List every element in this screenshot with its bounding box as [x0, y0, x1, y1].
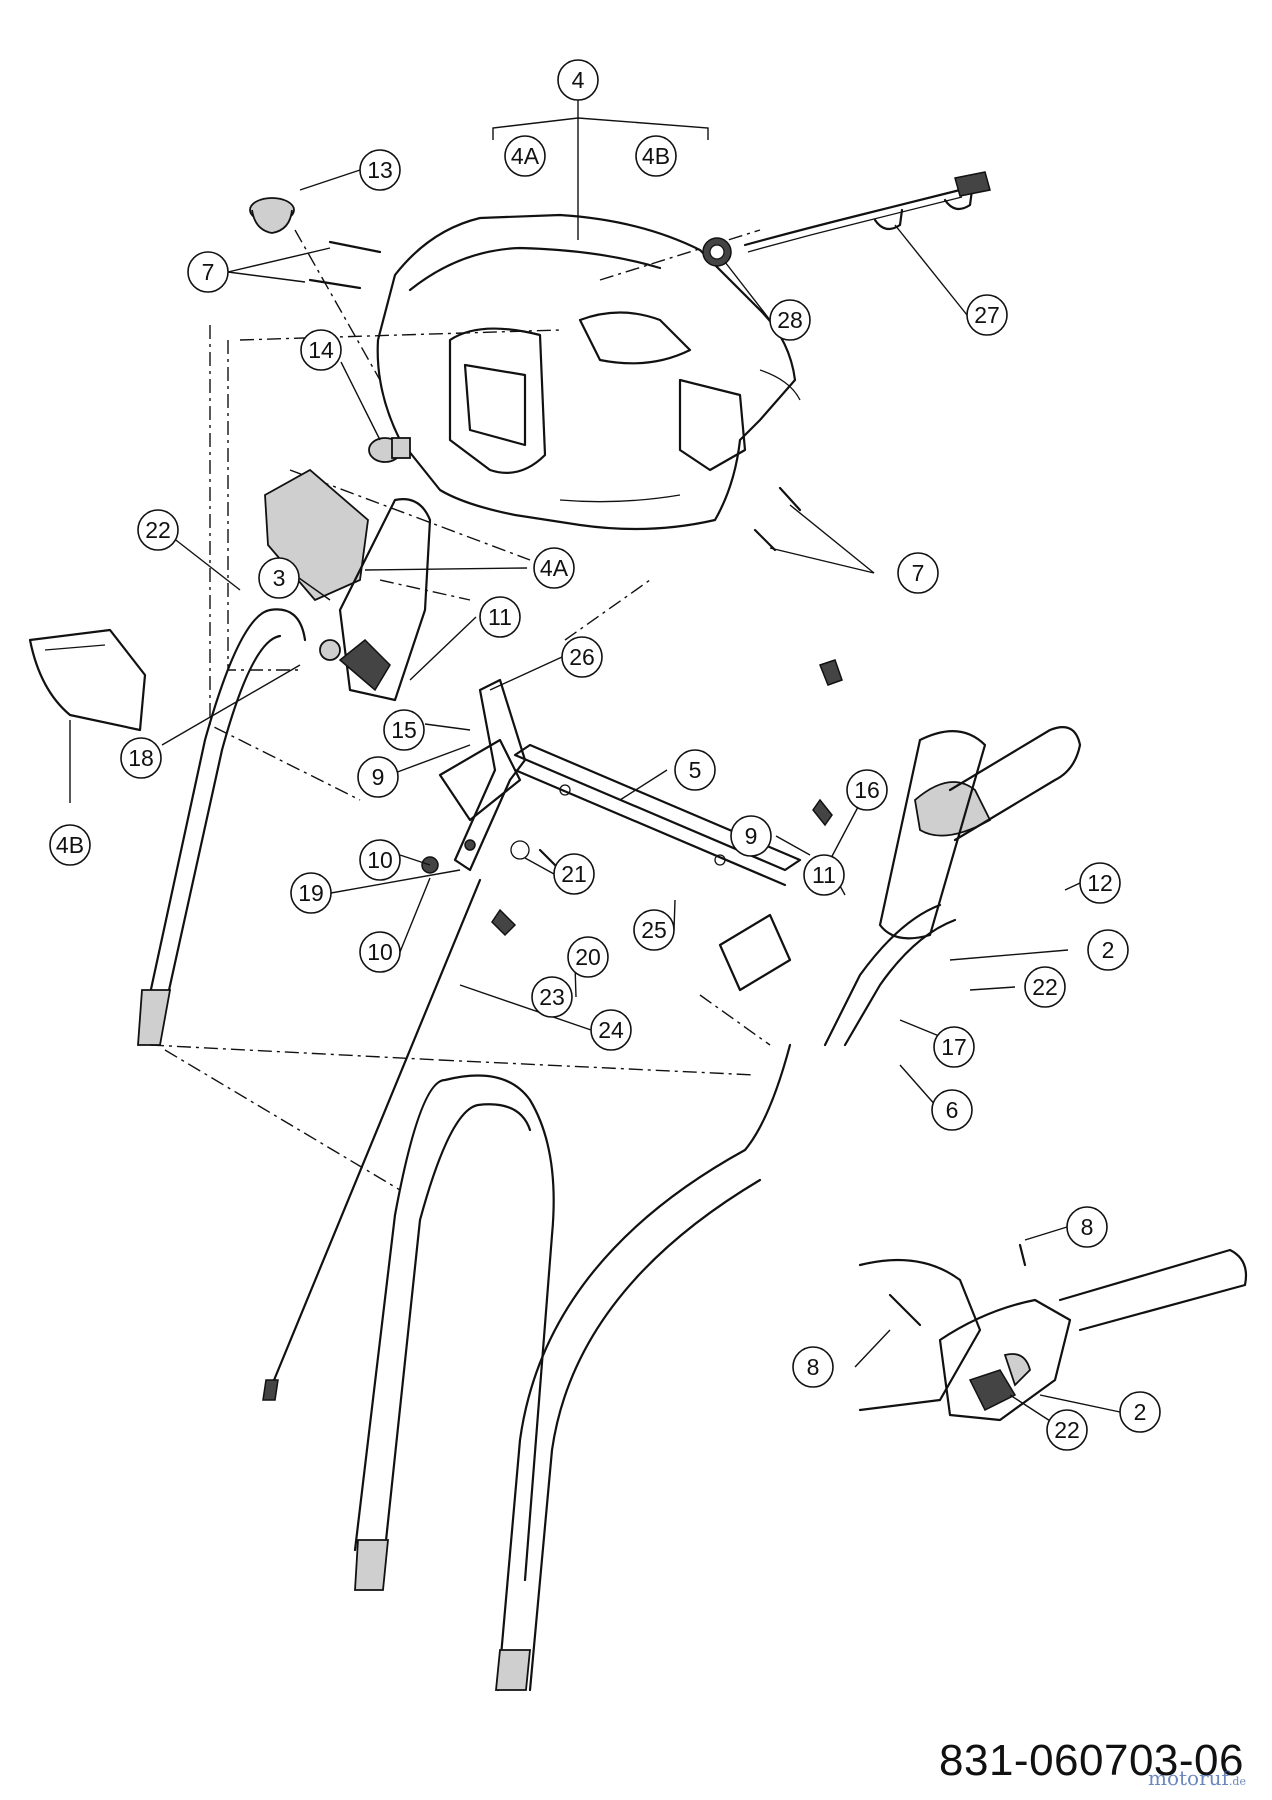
svg-text:9: 9 [372, 764, 385, 790]
svg-text:17: 17 [941, 1034, 967, 1060]
callout-7-right: 7 [897, 552, 939, 594]
callout-8-upper: 8 [1066, 1206, 1108, 1248]
svg-text:16: 16 [854, 777, 880, 803]
svg-text:15: 15 [391, 717, 417, 743]
svg-text:25: 25 [641, 917, 667, 943]
svg-text:11: 11 [812, 862, 836, 888]
callout-4a-mid: 4A [533, 547, 575, 589]
svg-text:2: 2 [1134, 1399, 1147, 1425]
callout-8-lower: 8 [792, 1346, 834, 1388]
callout-9-right: 9 [730, 815, 772, 857]
callout-24: 24 [590, 1009, 632, 1051]
svg-text:20: 20 [575, 944, 601, 970]
svg-text:27: 27 [974, 302, 1000, 328]
callout-17: 17 [933, 1026, 975, 1068]
svg-text:21: 21 [561, 861, 587, 887]
callout-18: 18 [120, 737, 162, 779]
callout-7-top: 7 [187, 251, 229, 293]
watermark-logo: motoruf.de [1148, 1766, 1246, 1790]
light-bulb [368, 437, 411, 463]
svg-text:12: 12 [1087, 870, 1113, 896]
svg-text:9: 9 [745, 823, 758, 849]
callout-28: 28 [769, 299, 811, 341]
svg-text:6: 6 [946, 1097, 959, 1123]
callout-6: 6 [931, 1089, 973, 1131]
callout-26: 26 [561, 636, 603, 678]
callout-22-lower: 22 [1046, 1409, 1088, 1451]
handle-grip [878, 726, 1082, 940]
svg-text:4B: 4B [56, 832, 84, 858]
dashboard-console [376, 213, 801, 531]
callout-9-left: 9 [357, 756, 399, 798]
callout-4b-left: 4B [49, 824, 91, 866]
callout-5: 5 [674, 749, 716, 791]
wire-harness [702, 171, 991, 267]
lever [453, 678, 527, 872]
callout-11-right: 11 [803, 854, 845, 896]
callout-22-left: 22 [137, 509, 179, 551]
svg-text:5: 5 [689, 757, 702, 783]
svg-text:26: 26 [569, 644, 595, 670]
small-hardware [421, 659, 843, 937]
callout-19: 19 [290, 872, 332, 914]
callout-2-upper: 2 [1087, 929, 1129, 971]
callout-14: 14 [300, 329, 342, 371]
callout-3: 3 [258, 557, 300, 599]
svg-text:13: 13 [367, 157, 393, 183]
callout-4b-top: 4B [635, 135, 677, 177]
screws-top [308, 240, 802, 552]
svg-text:18: 18 [128, 745, 154, 771]
callout-12: 12 [1079, 862, 1121, 904]
callout-20: 20 [567, 936, 609, 978]
svg-text:4A: 4A [511, 143, 540, 169]
svg-text:7: 7 [912, 560, 925, 586]
svg-text:11: 11 [488, 604, 512, 630]
svg-text:4A: 4A [540, 555, 569, 581]
svg-text:8: 8 [807, 1354, 820, 1380]
svg-text:8: 8 [1081, 1214, 1094, 1240]
svg-text:28: 28 [777, 307, 803, 333]
callout-16: 16 [846, 769, 888, 811]
cross-bar [438, 738, 802, 992]
callout-27: 27 [966, 294, 1008, 336]
callout-13: 13 [359, 149, 401, 191]
callout-22-right: 22 [1024, 966, 1066, 1008]
callout-21: 21 [553, 853, 595, 895]
svg-text:7: 7 [202, 259, 215, 285]
callout-4: 4 [557, 59, 599, 101]
callout-2-lower: 2 [1119, 1391, 1161, 1433]
lower-handle [353, 1043, 792, 1692]
upper-handle [137, 608, 957, 1047]
svg-text:24: 24 [598, 1017, 624, 1043]
svg-text:22: 22 [1032, 974, 1058, 1000]
svg-text:3: 3 [273, 565, 286, 591]
detail-inset [858, 1243, 1248, 1422]
leader-lines [69, 100, 1121, 1431]
svg-text:10: 10 [367, 847, 393, 873]
svg-text:22: 22 [1054, 1417, 1080, 1443]
watermark-name: motoruf [1148, 1766, 1229, 1790]
svg-text:19: 19 [298, 880, 324, 906]
cable [262, 878, 482, 1401]
callout-11-left: 11 [479, 596, 521, 638]
svg-text:4: 4 [572, 67, 585, 93]
assembly-lines [149, 229, 771, 1191]
svg-text:22: 22 [145, 517, 171, 543]
svg-text:4B: 4B [642, 143, 670, 169]
callout-23: 23 [531, 976, 573, 1018]
drawing-number: 831-060703-06 [939, 1736, 1244, 1785]
callout-10-lower: 10 [359, 931, 401, 973]
callout-4a-top: 4A [504, 135, 546, 177]
watermark-tld: .de [1228, 1775, 1246, 1788]
side-cover [28, 628, 147, 732]
svg-text:14: 14 [308, 337, 334, 363]
callout-15: 15 [383, 709, 425, 751]
svg-text:10: 10 [367, 939, 393, 965]
svg-text:23: 23 [539, 984, 565, 1010]
callout-25: 25 [633, 909, 675, 951]
knob [249, 197, 295, 234]
svg-text:2: 2 [1102, 937, 1115, 963]
callout-10-upper: 10 [359, 839, 401, 881]
